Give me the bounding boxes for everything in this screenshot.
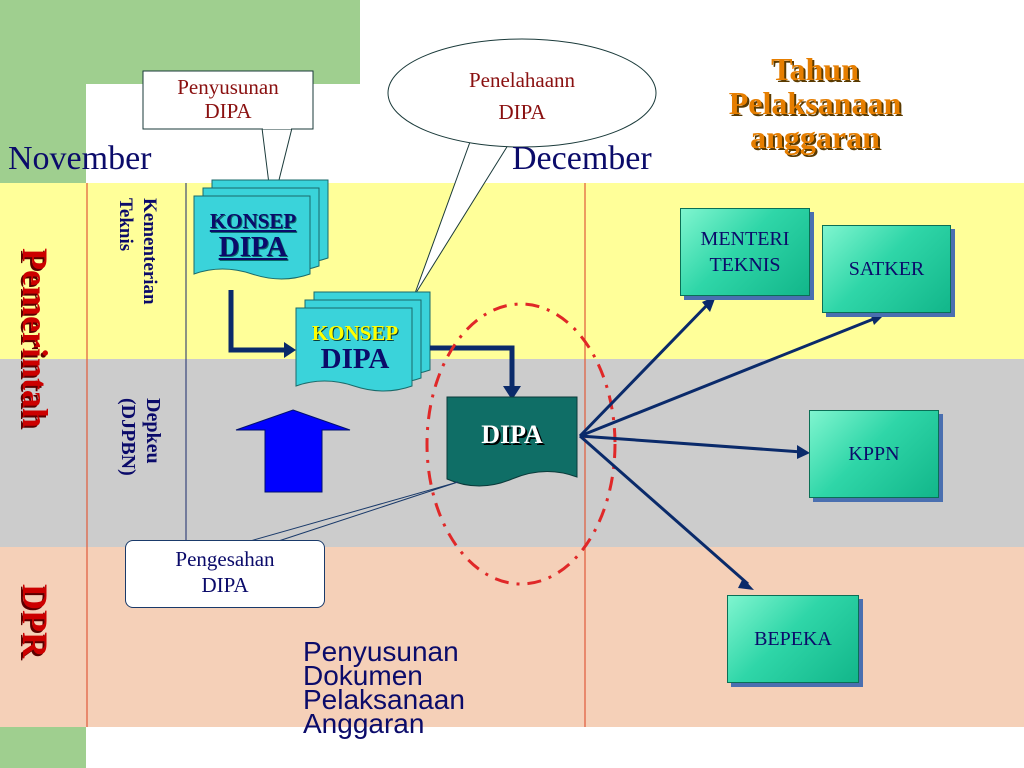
penyusunan-callout-box xyxy=(142,70,314,130)
konsep2-line-2: DIPA xyxy=(320,343,390,375)
depkeu-line-1: Depkeu xyxy=(142,398,164,464)
dipa-doc xyxy=(446,396,578,487)
target-kppn: KPPN xyxy=(809,410,939,498)
konsep1-to-konsep2-connector xyxy=(228,290,290,353)
konsep-dipa-doc-1 xyxy=(193,179,329,280)
target-satker: SATKER xyxy=(822,225,951,313)
penyusunan-line-2: DIPA xyxy=(204,99,252,123)
penelahaan-callout-pointer xyxy=(413,141,511,297)
footer-caption: Penyusunan Dokumen Pelaksanaan Anggaran xyxy=(303,636,465,739)
bepeka-label: BEPEKA xyxy=(754,628,832,650)
row-label-dpr: DPR xyxy=(15,584,55,658)
footer-line-4: Anggaran xyxy=(303,708,425,739)
tahun-line-2: Pelaksanaan xyxy=(728,85,902,121)
penelahaan-line-1: Penelahaann xyxy=(468,68,576,92)
footer-line-3: Pelaksanaan xyxy=(303,684,465,715)
dipa-highlight-ellipse xyxy=(425,302,617,586)
pengesahan-callout-box xyxy=(125,540,325,608)
label-kementerian-teknis: Kementerian Teknis xyxy=(114,198,160,305)
pengesahan-line-2: DIPA xyxy=(201,573,249,597)
menteri-line-1: MENTERI xyxy=(700,228,790,250)
month-november: November xyxy=(8,140,152,177)
up-arrow xyxy=(235,409,351,493)
row-label-pemerintah: Pemerintah xyxy=(15,248,55,428)
penelahaan-callout-bubble xyxy=(387,38,657,148)
konsep1-line-1: KONSEP xyxy=(209,209,297,233)
label-depkeu-djpbn: Depkeu (DJPBN) xyxy=(116,398,164,476)
depkeu-line-2: (DJPBN) xyxy=(117,398,139,476)
target-bepeka: BEPEKA xyxy=(727,595,859,683)
konsep1-line-2: DIPA xyxy=(218,231,288,263)
konsep1-label: KONSEP DIPA xyxy=(190,210,316,262)
top-green-bar xyxy=(0,0,360,84)
menteri-line-2: TEKNIS xyxy=(709,254,781,276)
tahun-line-3: anggaran xyxy=(750,119,880,155)
month-december: December xyxy=(512,140,652,177)
kementerian-line-2: Teknis xyxy=(115,198,136,252)
penyusunan-line-1: Penyusunan xyxy=(177,75,279,99)
konsep2-line-1: KONSEP xyxy=(311,321,399,345)
footer-line-1: Penyusunan xyxy=(303,636,459,667)
pengesahan-line-1: Pengesahan xyxy=(175,547,275,571)
footer-line-2: Dokumen xyxy=(303,660,423,691)
konsep2-to-dipa-connector xyxy=(430,345,515,392)
tahun-pelaksanaan-title: Tahun Pelaksanaan anggaran xyxy=(702,52,928,154)
kppn-label: KPPN xyxy=(848,443,900,465)
pengesahan-callout-text: Pengesahan DIPA xyxy=(125,546,325,598)
dipa-doc-label: DIPA xyxy=(481,420,543,449)
konsep2-label: KONSEP DIPA xyxy=(292,322,418,374)
penyusunan-callout-text: Penyusunan DIPA xyxy=(143,75,313,123)
kementerian-line-1: Kementerian xyxy=(139,198,160,305)
tahun-line-1: Tahun xyxy=(771,51,859,87)
penelahaan-callout-text: Penelahaann DIPA xyxy=(420,64,624,128)
distribution-arrows xyxy=(578,296,884,590)
pengesahan-callout-pointer xyxy=(235,481,459,556)
target-menteri-teknis: MENTERI TEKNIS xyxy=(680,208,810,296)
satker-label: SATKER xyxy=(848,258,925,280)
penelahaan-line-2: DIPA xyxy=(498,100,546,124)
konsep-dipa-doc-2 xyxy=(295,291,431,392)
